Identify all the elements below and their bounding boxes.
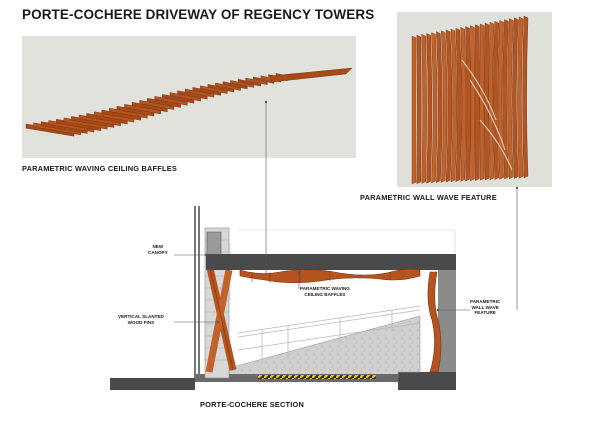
canopy-annotation: NEW CANOPY bbox=[148, 244, 168, 255]
fins-annotation: VERTICAL SLANTED WOOD FINS bbox=[118, 314, 164, 325]
wall-wave-annotation: PARAMETRIC WALL WAVE FEATURE bbox=[470, 299, 501, 316]
baffles-annotation: PARAMETRIC WAVING CEILING BAFFLES bbox=[300, 286, 350, 297]
ceiling-caption: PARAMETRIC WAVING CEILING BAFFLES bbox=[22, 164, 177, 173]
section-caption: PORTE-COCHERE SECTION bbox=[200, 400, 304, 409]
section-drawing bbox=[110, 206, 456, 390]
wall-wave-render bbox=[411, 15, 529, 185]
page-title: PORTE-COCHERE DRIVEWAY OF REGENCY TOWERS bbox=[22, 7, 375, 22]
leader-lines bbox=[174, 102, 518, 323]
wall-caption: PARAMETRIC WALL WAVE FEATURE bbox=[360, 193, 497, 202]
ceiling-baffles-render bbox=[25, 67, 353, 137]
